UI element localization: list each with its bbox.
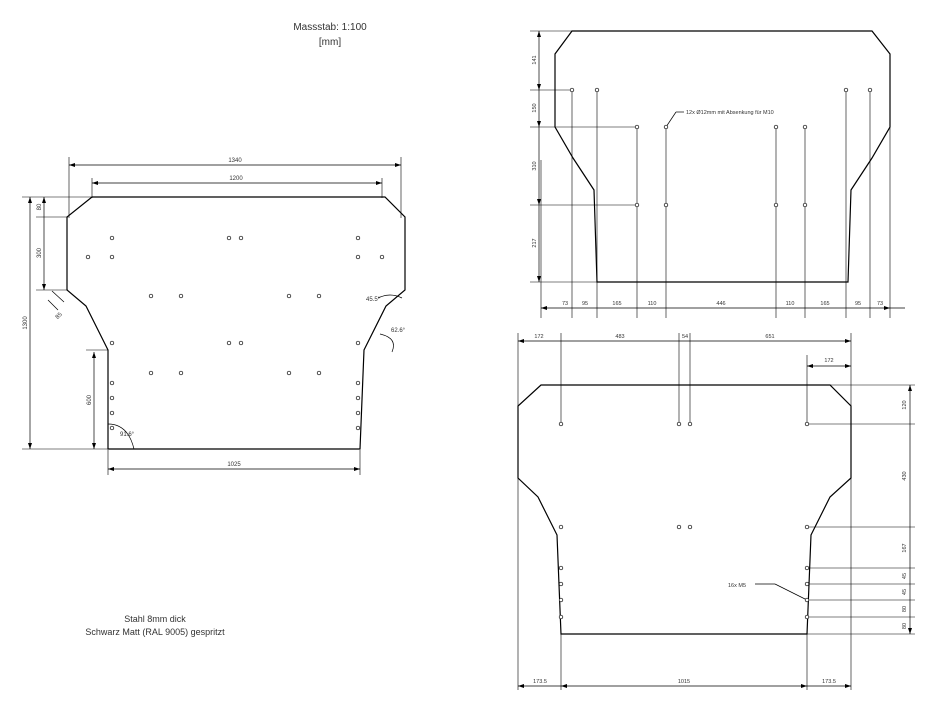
tr-hdim-3: 165 (612, 301, 621, 307)
br-rdim-7: 80 (902, 623, 908, 629)
dim-small: 85 (55, 311, 64, 320)
dim-width-top: 1340 (228, 158, 242, 164)
tr-hdim-8: 95 (855, 301, 861, 307)
tr-hdim-5: 446 (716, 301, 725, 307)
tr-hdim-1: 73 (562, 301, 568, 307)
left-plate-drawing: 1340 1200 1300 80 300 600 1025 85 45.5° … (22, 157, 406, 475)
angle-arc-upper (377, 294, 403, 299)
angle-arc-mid (379, 333, 394, 353)
dim-side-upper: 300 (37, 247, 43, 258)
bottom-right-callout: 16x M5 (728, 583, 746, 589)
tr-vdim-4: 217 (532, 238, 538, 247)
br-topdim-4: 651 (765, 334, 774, 340)
br-rdim-4: 45 (902, 573, 908, 579)
dim-height-total: 1300 (23, 316, 29, 330)
material-note: Stahl 8mm dick (124, 614, 186, 624)
tr-hdim-4: 110 (648, 301, 657, 307)
scale-label: Massstab: 1:100 (293, 22, 367, 33)
dim-side-lower: 600 (87, 394, 93, 405)
dim-angle-upper: 45.5° (366, 297, 381, 303)
br-rdim-1: 120 (902, 400, 908, 409)
br-bottomdim-1: 173.5 (533, 679, 547, 685)
br-inner-dim: 172 (824, 358, 833, 364)
br-topdim-1: 172 (534, 334, 543, 340)
dim-width-inner: 1200 (229, 176, 243, 182)
bottom-right-plate-drawing: 16x M5 172 483 54 651 172 120 430 167 45… (517, 333, 915, 690)
top-right-plate-outline (554, 30, 891, 283)
tr-hdim-2: 95 (582, 301, 588, 307)
unit-label: [mm] (318, 37, 342, 48)
tr-vdim-3: 310 (532, 161, 538, 170)
dim-chamfer: 80 (37, 203, 43, 210)
tr-vdim-2: 150 (532, 103, 538, 112)
br-rdim-3: 167 (902, 543, 908, 552)
br-rdim-5: 45 (902, 589, 908, 595)
dim-width-bottom: 1025 (227, 462, 241, 468)
tr-vdim-1: 141 (532, 55, 538, 64)
angle-arc-lower (107, 423, 135, 450)
finish-note: Schwarz Matt (RAL 9005) gespritzt (85, 627, 225, 637)
br-rdim-6: 80 (902, 606, 908, 612)
left-plate-outline (66, 196, 406, 450)
dim-angle-mid: 62.6° (391, 328, 406, 334)
br-bottomdim-2: 1015 (678, 679, 690, 685)
tr-hdim-7: 165 (820, 301, 829, 307)
tr-hdim-9: 73 (877, 301, 883, 307)
br-bottomdim-3: 173.5 (822, 679, 836, 685)
dim-angle-lower: 91.6° (120, 432, 135, 438)
br-topdim-3: 54 (682, 334, 688, 340)
br-rdim-2: 430 (902, 471, 908, 480)
top-right-callout: 12x Ø12mm mit Absenkung für M10 (686, 110, 774, 116)
br-topdim-2: 483 (615, 334, 624, 340)
tr-hdim-6: 110 (786, 301, 795, 307)
top-right-plate-drawing: 12x Ø12mm mit Absenkung für M10 141 150 … (530, 30, 905, 318)
